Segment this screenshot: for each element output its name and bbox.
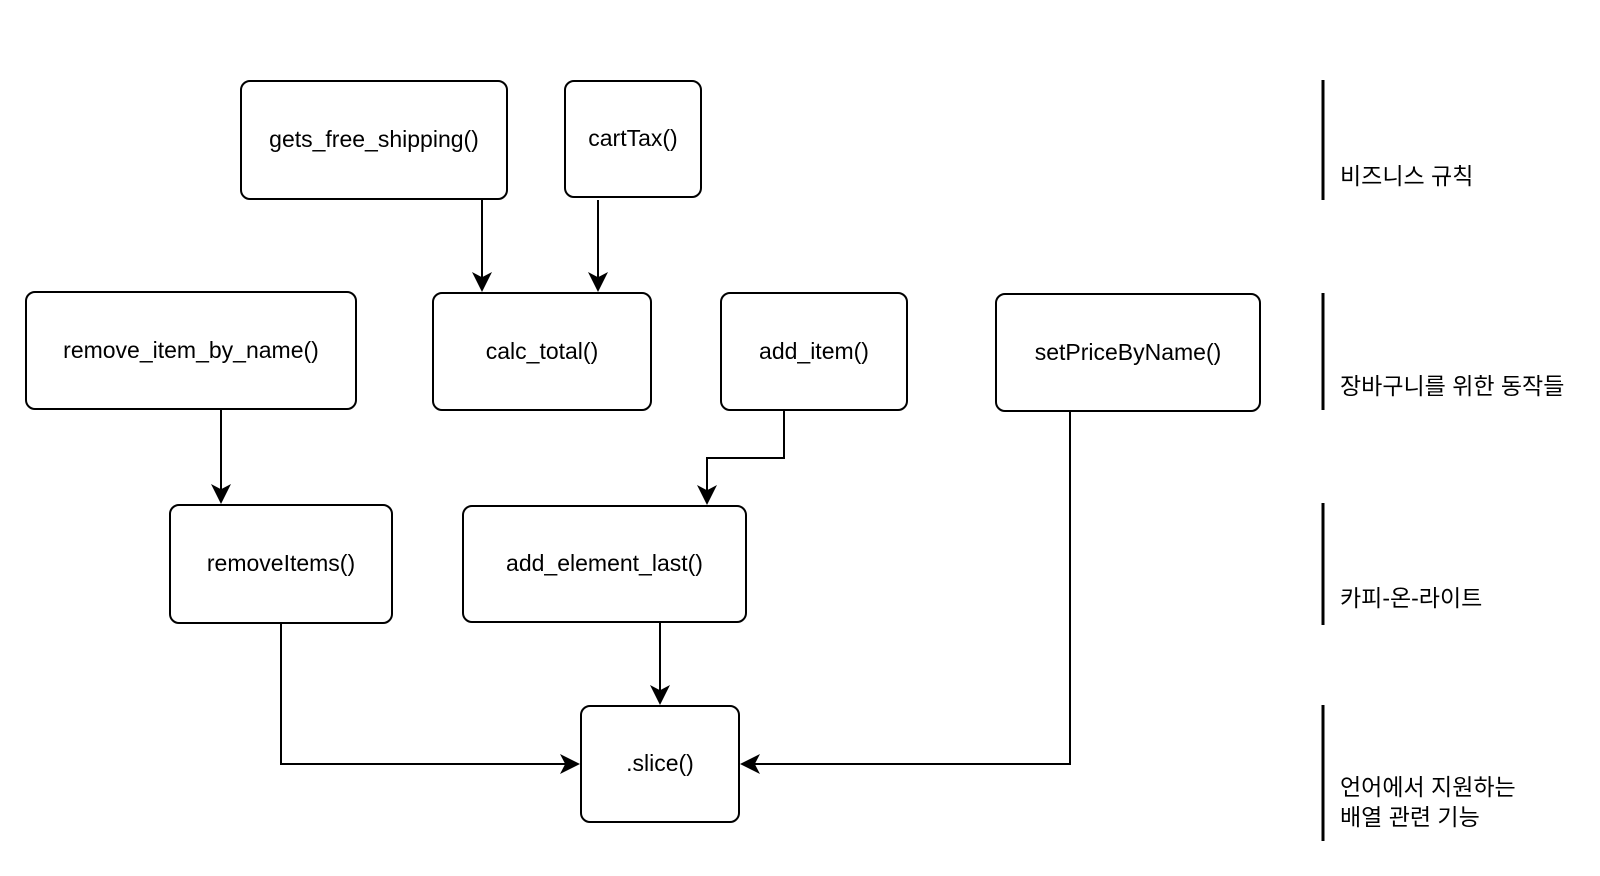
section-label-business-rules: 비즈니스 규칙 (1340, 161, 1473, 191)
section-label-line: 카피-온-라이트 (1340, 585, 1483, 611)
section-label-cart-operations: 장바구니를 위한 동작들 (1340, 371, 1564, 401)
node-label: calc_total() (485, 337, 599, 364)
section-label-line: 비즈니스 규칙 (1340, 163, 1474, 189)
node-label: removeItems() (206, 550, 356, 577)
node-label: .slice() (626, 750, 694, 777)
node-label: add_item() (759, 337, 869, 364)
node-label: add_element_last() (506, 550, 703, 577)
node-label: cartTax() (588, 125, 678, 152)
node-remove-item-by-name: remove_item_by_name() (25, 291, 357, 410)
edge-add-item-to-add-element-last (697, 411, 785, 505)
edge-removeitems-to-slice (280, 624, 580, 774)
node-carttax: cartTax() (564, 80, 702, 198)
section-label-line: 배열 관련 기능 (1340, 804, 1480, 830)
node-slice: .slice() (580, 705, 740, 823)
node-label: setPriceByName() (1034, 338, 1222, 365)
node-removeitems: removeItems() (169, 504, 393, 624)
edge-setpricebyname-to-slice (740, 412, 1071, 774)
node-calc-total: calc_total() (432, 292, 652, 411)
section-label-line: 장바구니를 위한 동작들 (1340, 373, 1565, 399)
section-label-line: 언어에서 지원하는 (1340, 774, 1516, 800)
section-label-copy-on-write: 카피-온-라이트 (1340, 583, 1482, 613)
node-label: remove_item_by_name() (63, 336, 319, 363)
node-label: gets_free_shipping() (269, 126, 479, 153)
section-label-language-array-features: 언어에서 지원하는 배열 관련 기능 (1340, 772, 1516, 832)
node-gets-free-shipping: gets_free_shipping() (240, 80, 508, 200)
node-add-element-last: add_element_last() (462, 505, 747, 623)
node-setpricebyname: setPriceByName() (995, 293, 1261, 412)
node-add-item: add_item() (720, 292, 908, 411)
